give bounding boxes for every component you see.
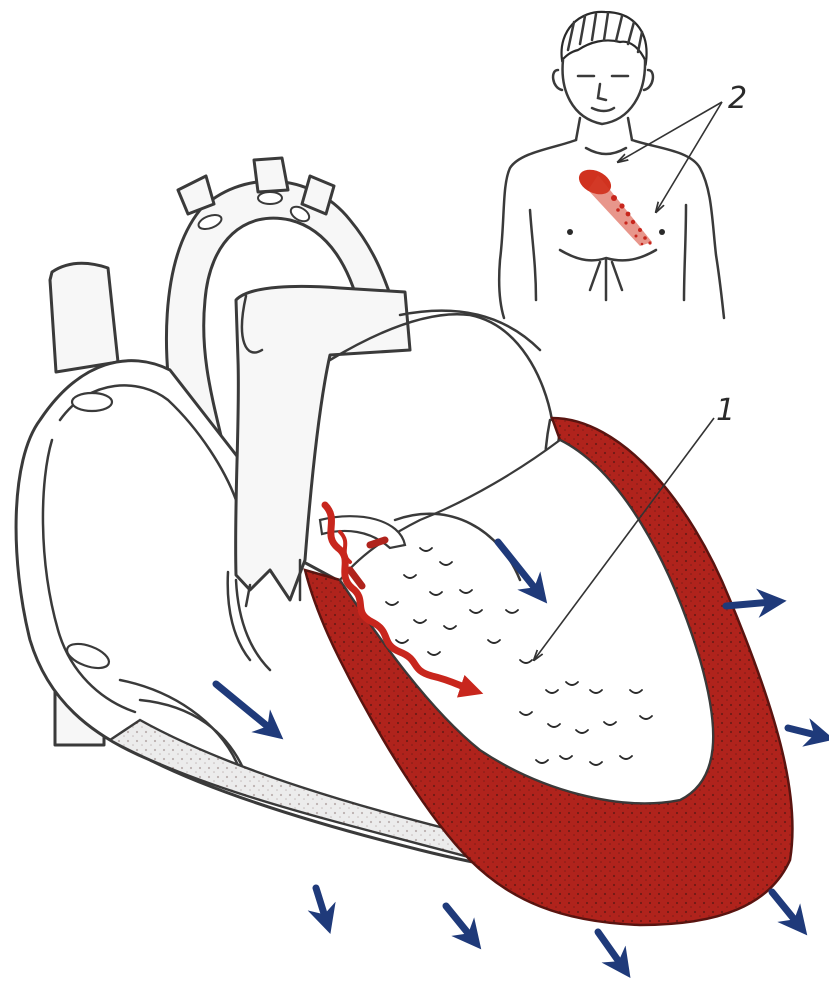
- label-2: 2: [728, 81, 747, 116]
- heart: 1: [16, 158, 792, 925]
- murmur-radiation-mark: [575, 165, 652, 246]
- superior-vena-cava: [50, 263, 118, 372]
- leader-line-2b: [656, 102, 722, 212]
- leader-line-2a: [618, 102, 722, 162]
- label-1: 1: [716, 393, 735, 428]
- human-torso-figure: 2: [499, 12, 747, 318]
- left-carotid-branch: [254, 158, 288, 192]
